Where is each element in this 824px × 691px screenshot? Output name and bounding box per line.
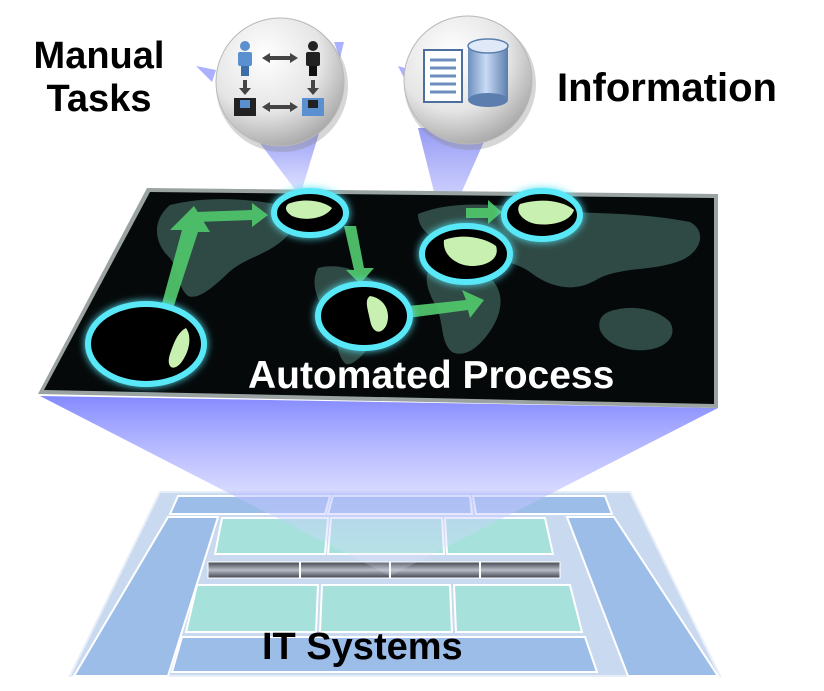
manual-tasks-label-line2: Tasks bbox=[46, 77, 152, 120]
process-flow-arrows bbox=[150, 200, 502, 318]
highlighted-land bbox=[168, 200, 574, 368]
monitor-bottom-right bbox=[308, 100, 318, 108]
projection-beam bbox=[40, 396, 718, 576]
land-in-ring-asia bbox=[518, 200, 574, 225]
manual-tasks-bubble bbox=[215, 17, 348, 152]
person-body-top-left bbox=[238, 52, 252, 66]
it-block-right-column bbox=[565, 516, 720, 677]
it-tile-bottom bbox=[170, 636, 599, 673]
spotlight-manual-right bbox=[334, 42, 344, 58]
it-tile-lower-1 bbox=[184, 584, 320, 633]
arrow-right-down bbox=[307, 80, 319, 95]
information-bubble bbox=[403, 15, 536, 150]
land-in-ring-south-america bbox=[366, 296, 389, 332]
person-head-top-left bbox=[240, 41, 250, 51]
it-tile-lower-2 bbox=[318, 584, 454, 633]
person-body-top-right bbox=[306, 52, 320, 66]
arrow-bottom bbox=[262, 102, 298, 112]
person-head-top-right bbox=[308, 41, 318, 51]
manual-tasks-label: Manual Tasks bbox=[14, 35, 184, 120]
arrow-left-down bbox=[239, 80, 251, 95]
spotlight-info-cone bbox=[418, 128, 490, 232]
person-legs-top-right bbox=[309, 66, 317, 76]
manual-bubble-disc bbox=[215, 17, 345, 147]
flow-arrow-down bbox=[344, 226, 374, 284]
land-in-ring-africa-europe bbox=[443, 236, 497, 266]
it-block-left-column bbox=[72, 516, 220, 677]
arrow-top bbox=[262, 53, 298, 63]
ring-south-america bbox=[315, 281, 413, 351]
continent-europe-asia bbox=[418, 204, 701, 288]
it-tile-lower-3 bbox=[452, 584, 584, 633]
person-legs-top-left bbox=[241, 66, 249, 76]
people-workflow-icon bbox=[234, 41, 324, 116]
monitor-bottom-left bbox=[240, 100, 250, 108]
database-body bbox=[468, 46, 508, 100]
flow-arrow-right-3 bbox=[466, 200, 502, 224]
world-map-plane bbox=[38, 188, 718, 408]
spotlight-manual-left bbox=[196, 66, 216, 82]
land-in-ring-south-pacific bbox=[168, 328, 190, 368]
information-label: Information bbox=[557, 66, 777, 110]
database-top bbox=[467, 38, 509, 54]
flow-arrow-up bbox=[150, 206, 210, 318]
flow-arrow-right-1 bbox=[196, 203, 268, 227]
automated-process-label: Automated Process bbox=[248, 354, 615, 397]
document-database-icon bbox=[423, 38, 509, 107]
database-bottom bbox=[468, 93, 508, 107]
continent-australia bbox=[599, 307, 673, 351]
it-systems-label: IT Systems bbox=[262, 626, 463, 668]
manual-tasks-label-line1: Manual bbox=[33, 35, 165, 77]
land-in-ring-north-atlantic bbox=[285, 200, 332, 219]
flow-arrow-right-2 bbox=[408, 290, 484, 318]
spotlight-manual-cone bbox=[250, 130, 320, 196]
